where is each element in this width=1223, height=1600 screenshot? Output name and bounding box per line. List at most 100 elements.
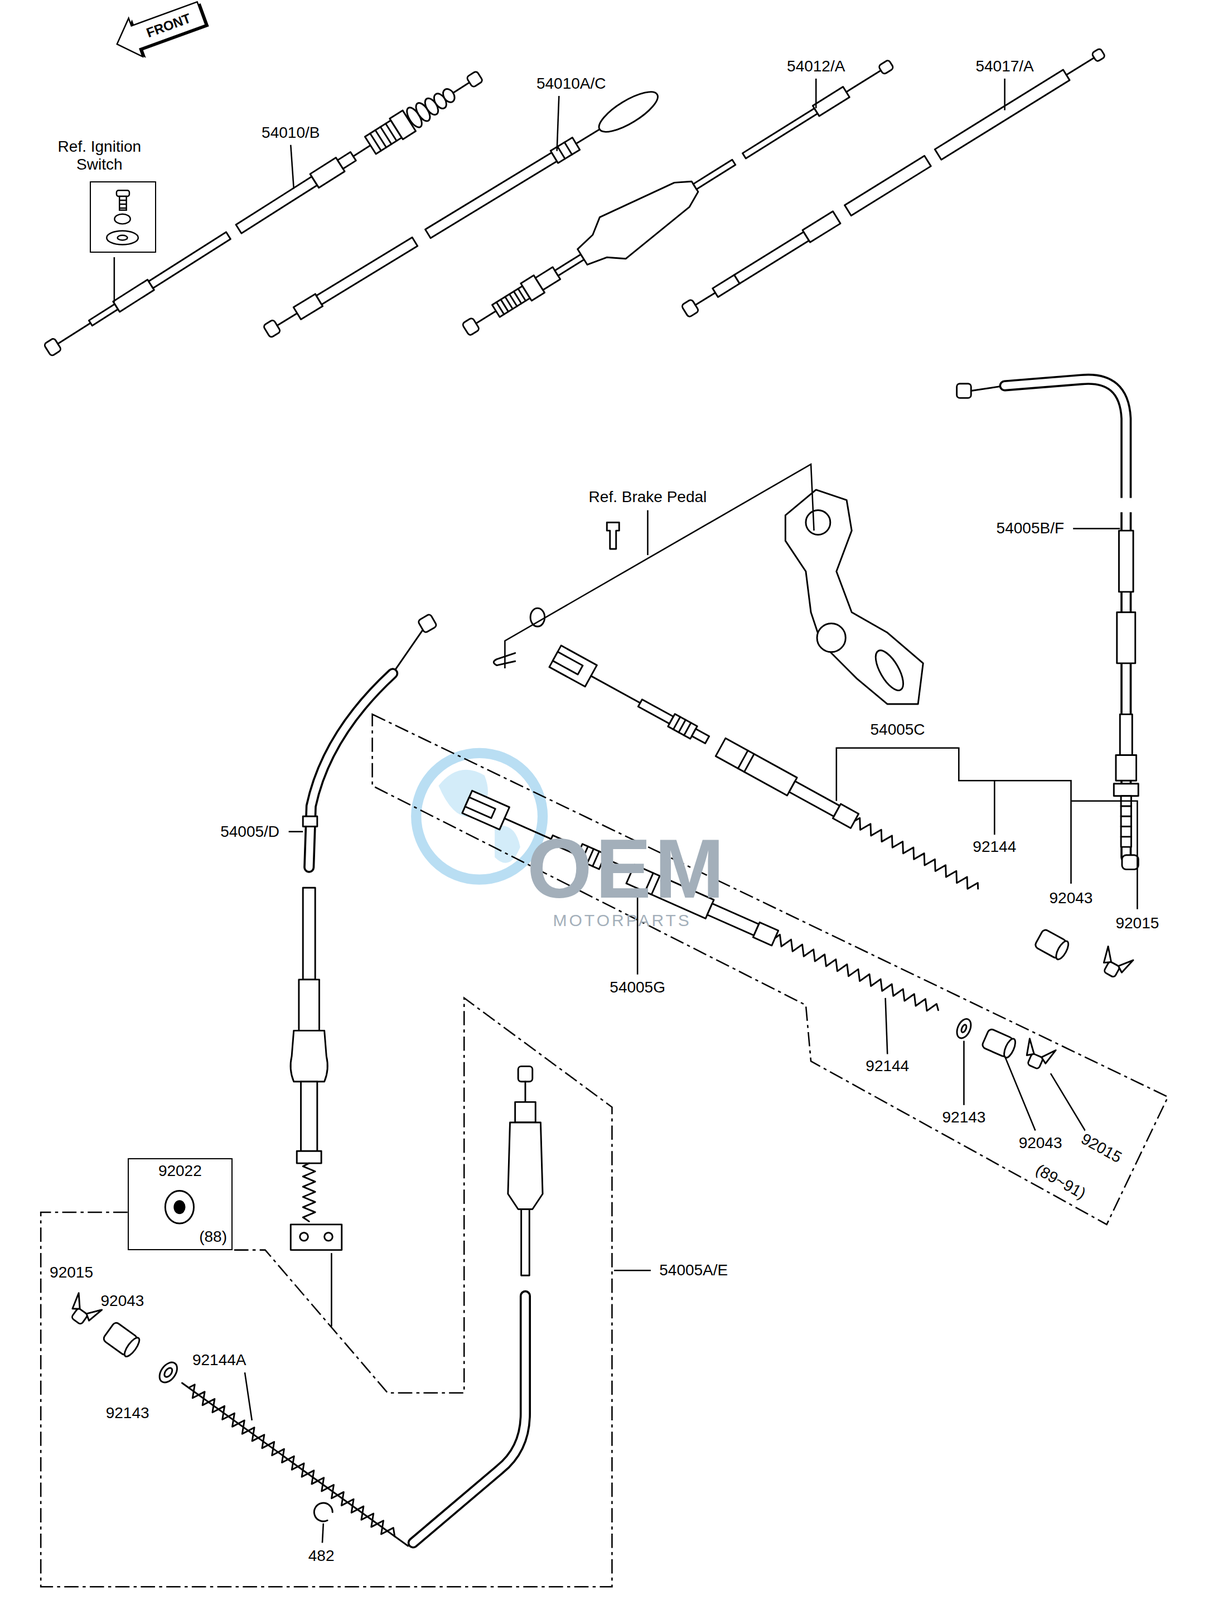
- rear-brake-cable: [552, 651, 583, 675]
- watermark: OEM: [525, 825, 729, 914]
- screw-washer: [116, 190, 130, 197]
- adjuster-parts: [981, 1027, 1018, 1060]
- clutch-cable: [461, 317, 480, 336]
- brake-pedal: [530, 607, 545, 627]
- callout-number: 54005B/F: [995, 520, 1066, 537]
- front-brake-cable: [1004, 379, 1127, 858]
- callout-number: 54005/D: [219, 823, 281, 840]
- clutch-cable: [846, 70, 881, 93]
- brake-pedal: [785, 489, 923, 704]
- parking-cable: [64, 1292, 102, 1330]
- leader-lines: [504, 463, 814, 669]
- leader-lines: [1050, 1072, 1087, 1133]
- front-brake-cable: [1117, 611, 1136, 663]
- parking-cable: [122, 1335, 142, 1358]
- brake-pedal: [805, 510, 831, 535]
- front-arrow: FRONT: [109, 0, 209, 64]
- screw-washer: [119, 196, 127, 211]
- adjuster-parts: [1096, 945, 1134, 981]
- clutch-cable: [569, 165, 708, 278]
- front-brake-cable: [956, 383, 972, 399]
- throttle-cable: [440, 86, 457, 105]
- rear-brake-cable: [715, 737, 797, 796]
- left-cable: [308, 673, 393, 868]
- adjuster-parts: [1027, 1052, 1044, 1070]
- leader-lines: [1003, 78, 1006, 111]
- front-brake-cable: [1004, 379, 1127, 858]
- choke-cable: [557, 142, 573, 159]
- screw-washer: [106, 190, 139, 245]
- choke-cable: [550, 137, 580, 164]
- speedometer-cable: [1066, 57, 1095, 75]
- choke-cable: [316, 237, 418, 304]
- parking-cable: [521, 1208, 530, 1275]
- parking-cable: [524, 1081, 526, 1102]
- clutch-cable: [554, 254, 584, 276]
- leader-lines: [994, 780, 1071, 884]
- screw-washer: [106, 230, 139, 245]
- clutch-cable: [693, 159, 736, 190]
- callout-number: 482: [307, 1547, 336, 1564]
- callout-number: 54017/A: [974, 57, 1035, 75]
- ignition-switch-parts: [90, 182, 156, 252]
- parking-cable: [413, 1295, 526, 1543]
- callout-number: (88): [199, 1228, 227, 1246]
- parking-cable: [182, 1382, 409, 1546]
- reference-heading: Ref. Ignition Switch: [40, 137, 158, 174]
- callout-number: 92015: [48, 1263, 95, 1280]
- group-frames: [40, 713, 1168, 1587]
- rear-brake-cable: [691, 728, 709, 744]
- callout-number: 54005A/E: [658, 1261, 729, 1278]
- callout-number: 54012/A: [785, 57, 847, 75]
- reference-frame: Ref. Ignition Switch: [40, 137, 158, 253]
- front-brake-cable: [1118, 530, 1134, 592]
- clutch-cable: [452, 42, 905, 351]
- ignition-switch-frame: [89, 181, 157, 253]
- callout-number: 92043: [1017, 1134, 1064, 1151]
- leader-lines: [114, 78, 1138, 1543]
- left-cable: [302, 887, 316, 980]
- leader-lines: [1004, 1055, 1036, 1131]
- clutch-cable: [878, 59, 894, 75]
- left-cable: [298, 979, 320, 1031]
- parking-cable: [165, 1190, 194, 1224]
- rear-brake-cable: [673, 716, 691, 736]
- left-cable: [302, 1162, 316, 1221]
- callout-number: 92143: [940, 1108, 987, 1125]
- callout-number: 54005G: [608, 979, 667, 996]
- front-brake-cable: [1120, 805, 1131, 837]
- clutch-cable: [476, 310, 497, 323]
- left-cable: [308, 673, 393, 868]
- year-note: (89~91): [1032, 1160, 1090, 1203]
- parking-cable: [156, 1358, 181, 1386]
- watermark: MOTORPARTS: [552, 911, 693, 930]
- left-cable: [290, 1030, 328, 1081]
- left-cable: [296, 1150, 322, 1163]
- front-brake-cable: [1115, 755, 1137, 781]
- front-brake-cable: [1119, 713, 1133, 755]
- brake-pedal: [493, 489, 923, 704]
- left-cable: [324, 1232, 333, 1241]
- left-cable: [290, 1224, 342, 1250]
- throttle-cable: [235, 176, 318, 234]
- front-brake-cable: [1120, 795, 1131, 847]
- callout-number: 54005C: [868, 721, 926, 738]
- rear-brake-cable-alt: [462, 790, 944, 1022]
- parking-cable: [313, 1502, 333, 1521]
- speedometer-cable: [734, 231, 810, 284]
- parking-cable: [162, 1365, 174, 1378]
- group-frames: [40, 997, 612, 1587]
- throttle-cable: [466, 70, 483, 88]
- leader-lines: [836, 747, 995, 835]
- clutch-cable: [496, 288, 526, 315]
- speedometer-cable: [695, 292, 716, 306]
- parking-cable: [64, 1065, 543, 1551]
- throttle-cable: [43, 337, 62, 356]
- leader-lines: [815, 78, 818, 109]
- throttle-cable: [88, 303, 118, 326]
- watermark-globe: [438, 769, 520, 863]
- throttle-cable: [40, 65, 487, 361]
- screw-washer: [119, 200, 127, 209]
- brake-pedal: [817, 623, 846, 652]
